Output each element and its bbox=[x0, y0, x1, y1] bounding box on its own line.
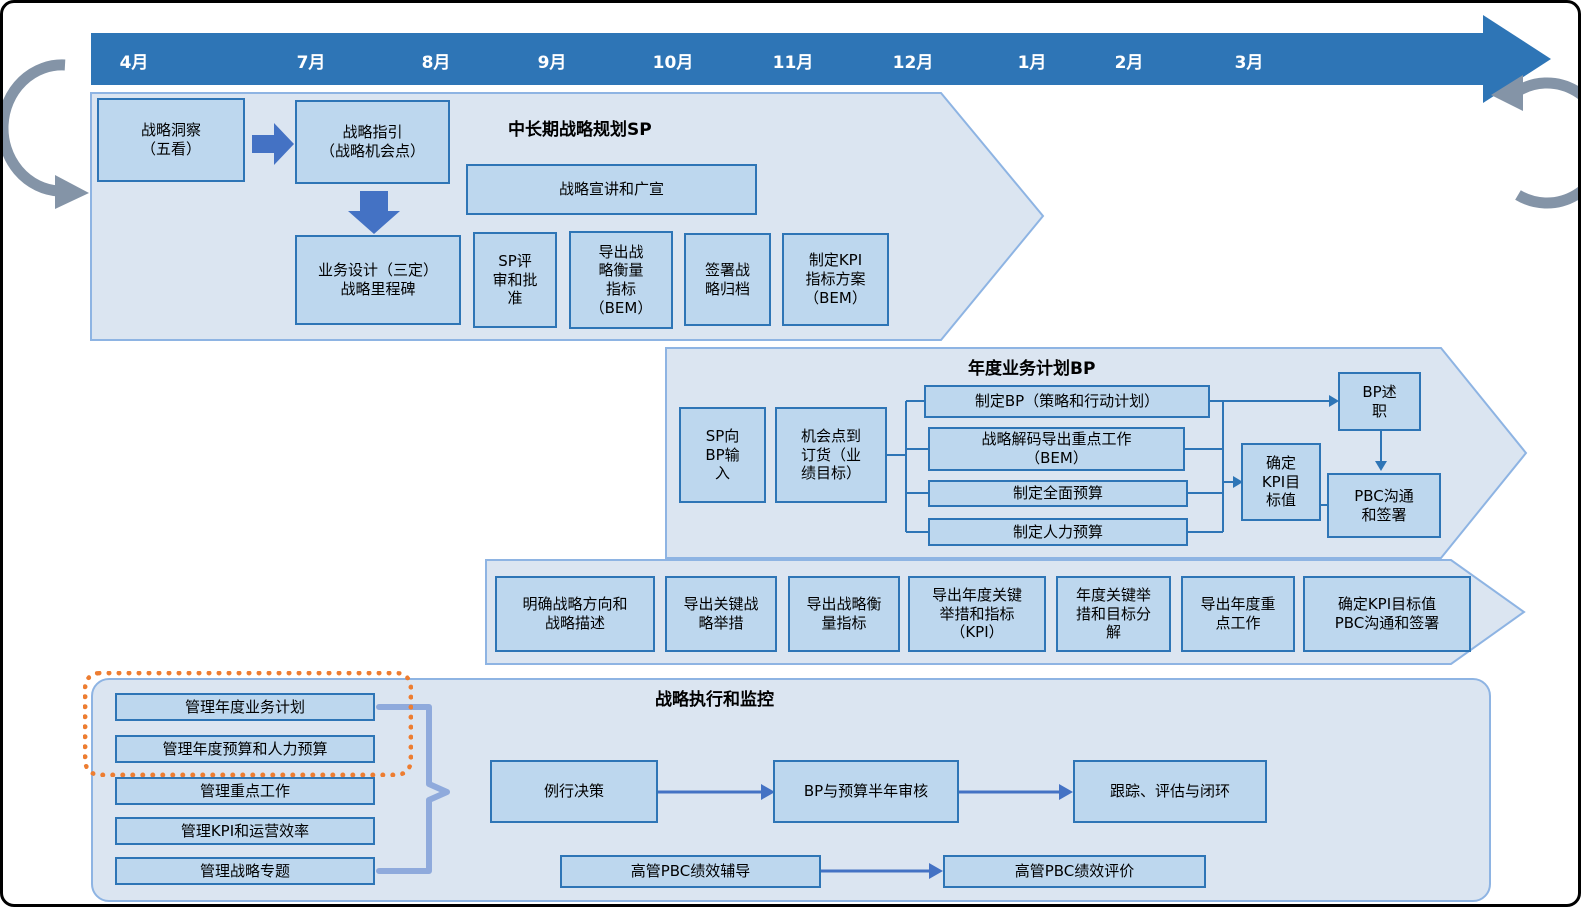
timeline-month-9: 9月 bbox=[537, 53, 567, 73]
timeline-month-1: 1月 bbox=[1017, 53, 1047, 73]
sp-preach-box: 战略宣讲和广宣 bbox=[466, 164, 757, 215]
timeline-month-7: 7月 bbox=[296, 53, 326, 73]
sp-business-design-box: 业务设计（三定） 战略里程碑 bbox=[295, 235, 461, 325]
bp-opportunity-box: 机会点到 订货（业 绩目标） bbox=[775, 407, 887, 503]
timeline-month-11: 11月 bbox=[772, 53, 814, 73]
exec-track-evaluate-box: 跟踪、评估与闭环 bbox=[1073, 760, 1267, 823]
bp-sp-input-box: SP向 BP输 入 bbox=[679, 407, 766, 503]
exec-pbc-evaluate-box: 高管PBC绩效评价 bbox=[943, 855, 1206, 888]
flow-arrow-right-icon bbox=[252, 123, 294, 165]
timeline-arrowhead-icon bbox=[1483, 15, 1551, 103]
timeline-month-3: 3月 bbox=[1234, 53, 1264, 73]
timeline-month-12: 12月 bbox=[892, 53, 934, 73]
strip-key-initiatives-box: 导出关键战 略举措 bbox=[665, 576, 777, 652]
cycle-arrow-left-head-icon bbox=[55, 175, 89, 209]
pbc-arrowhead-icon bbox=[1375, 461, 1387, 471]
exec-routine-decision-box: 例行决策 bbox=[490, 760, 658, 823]
sp-insight-box: 战略洞察 （五看） bbox=[97, 98, 245, 182]
sp-sign-archive-box: 签署战 略归档 bbox=[684, 233, 771, 326]
strip-kpi-pbc-box: 确定KPI目标值 PBC沟通和签署 bbox=[1303, 576, 1471, 652]
strip-strategy-direction-box: 明确战略方向和 战略描述 bbox=[495, 576, 655, 652]
exec-manage-annual-bp-box: 管理年度业务计划 bbox=[115, 693, 375, 721]
bp-strategy-decode-box: 战略解码导出重点工作 （BEM） bbox=[928, 427, 1185, 471]
exec-manage-strategy-topics-box: 管理战略专题 bbox=[115, 857, 375, 885]
sp-guide-box: 战略指引 （战略机会点） bbox=[295, 100, 450, 184]
exec-manage-key-work-box: 管理重点工作 bbox=[115, 777, 375, 805]
bp-hr-budget-box: 制定人力预算 bbox=[928, 518, 1188, 546]
exec-half-year-review-box: BP与预算半年审核 bbox=[773, 760, 959, 823]
bp-kpi-target-box: 确定 KPI目 标值 bbox=[1241, 443, 1321, 521]
exec-manage-budget-box: 管理年度预算和人力预算 bbox=[115, 735, 375, 763]
sp-bem-export-box: 导出战 略衡量 指标 （BEM） bbox=[569, 231, 673, 329]
exec-pbc-coach-box: 高管PBC绩效辅导 bbox=[560, 855, 821, 888]
flow-arrow-down-icon bbox=[348, 191, 400, 234]
bp-pbc-sign-box: PBC沟通 和签署 bbox=[1327, 473, 1441, 538]
annual-plan-highlight-outline bbox=[83, 671, 413, 777]
strip-measure-metrics-box: 导出战略衡 量指标 bbox=[788, 576, 900, 652]
bp-left-connector bbox=[887, 400, 928, 533]
bp-section-title: 年度业务计划BP bbox=[968, 359, 1096, 379]
timeline-month-10: 10月 bbox=[652, 53, 694, 73]
bp-report-box: BP述 职 bbox=[1338, 372, 1421, 431]
cycle-arrow-right-icon bbox=[1515, 77, 1578, 209]
cycle-arrow-right-head-icon bbox=[1491, 75, 1523, 111]
strip-annual-kpi-box: 导出年度关键 举措和指标 （KPI） bbox=[908, 576, 1046, 652]
exec-manage-kpi-box: 管理KPI和运营效率 bbox=[115, 817, 375, 845]
cycle-arrow-left-icon bbox=[3, 59, 66, 197]
exec-section-title: 战略执行和监控 bbox=[655, 690, 774, 710]
strip-annual-key-work-box: 导出年度重 点工作 bbox=[1181, 576, 1295, 652]
bp-full-budget-box: 制定全面预算 bbox=[928, 480, 1188, 507]
sp-kpi-plan-box: 制定KPI 指标方案 （BEM） bbox=[782, 233, 889, 326]
bp-make-bp-box: 制定BP（策略和行动计划） bbox=[924, 385, 1210, 418]
timeline-month-2: 2月 bbox=[1114, 53, 1144, 73]
sp-section-title: 中长期战略规划SP bbox=[508, 120, 652, 140]
strip-target-decompose-box: 年度关键举 措和目标分 解 bbox=[1056, 576, 1171, 652]
timeline-month-8: 8月 bbox=[421, 53, 451, 73]
sp-review-box: SP评 审和批 准 bbox=[473, 232, 557, 328]
timeline-month-4: 4月 bbox=[119, 53, 149, 73]
